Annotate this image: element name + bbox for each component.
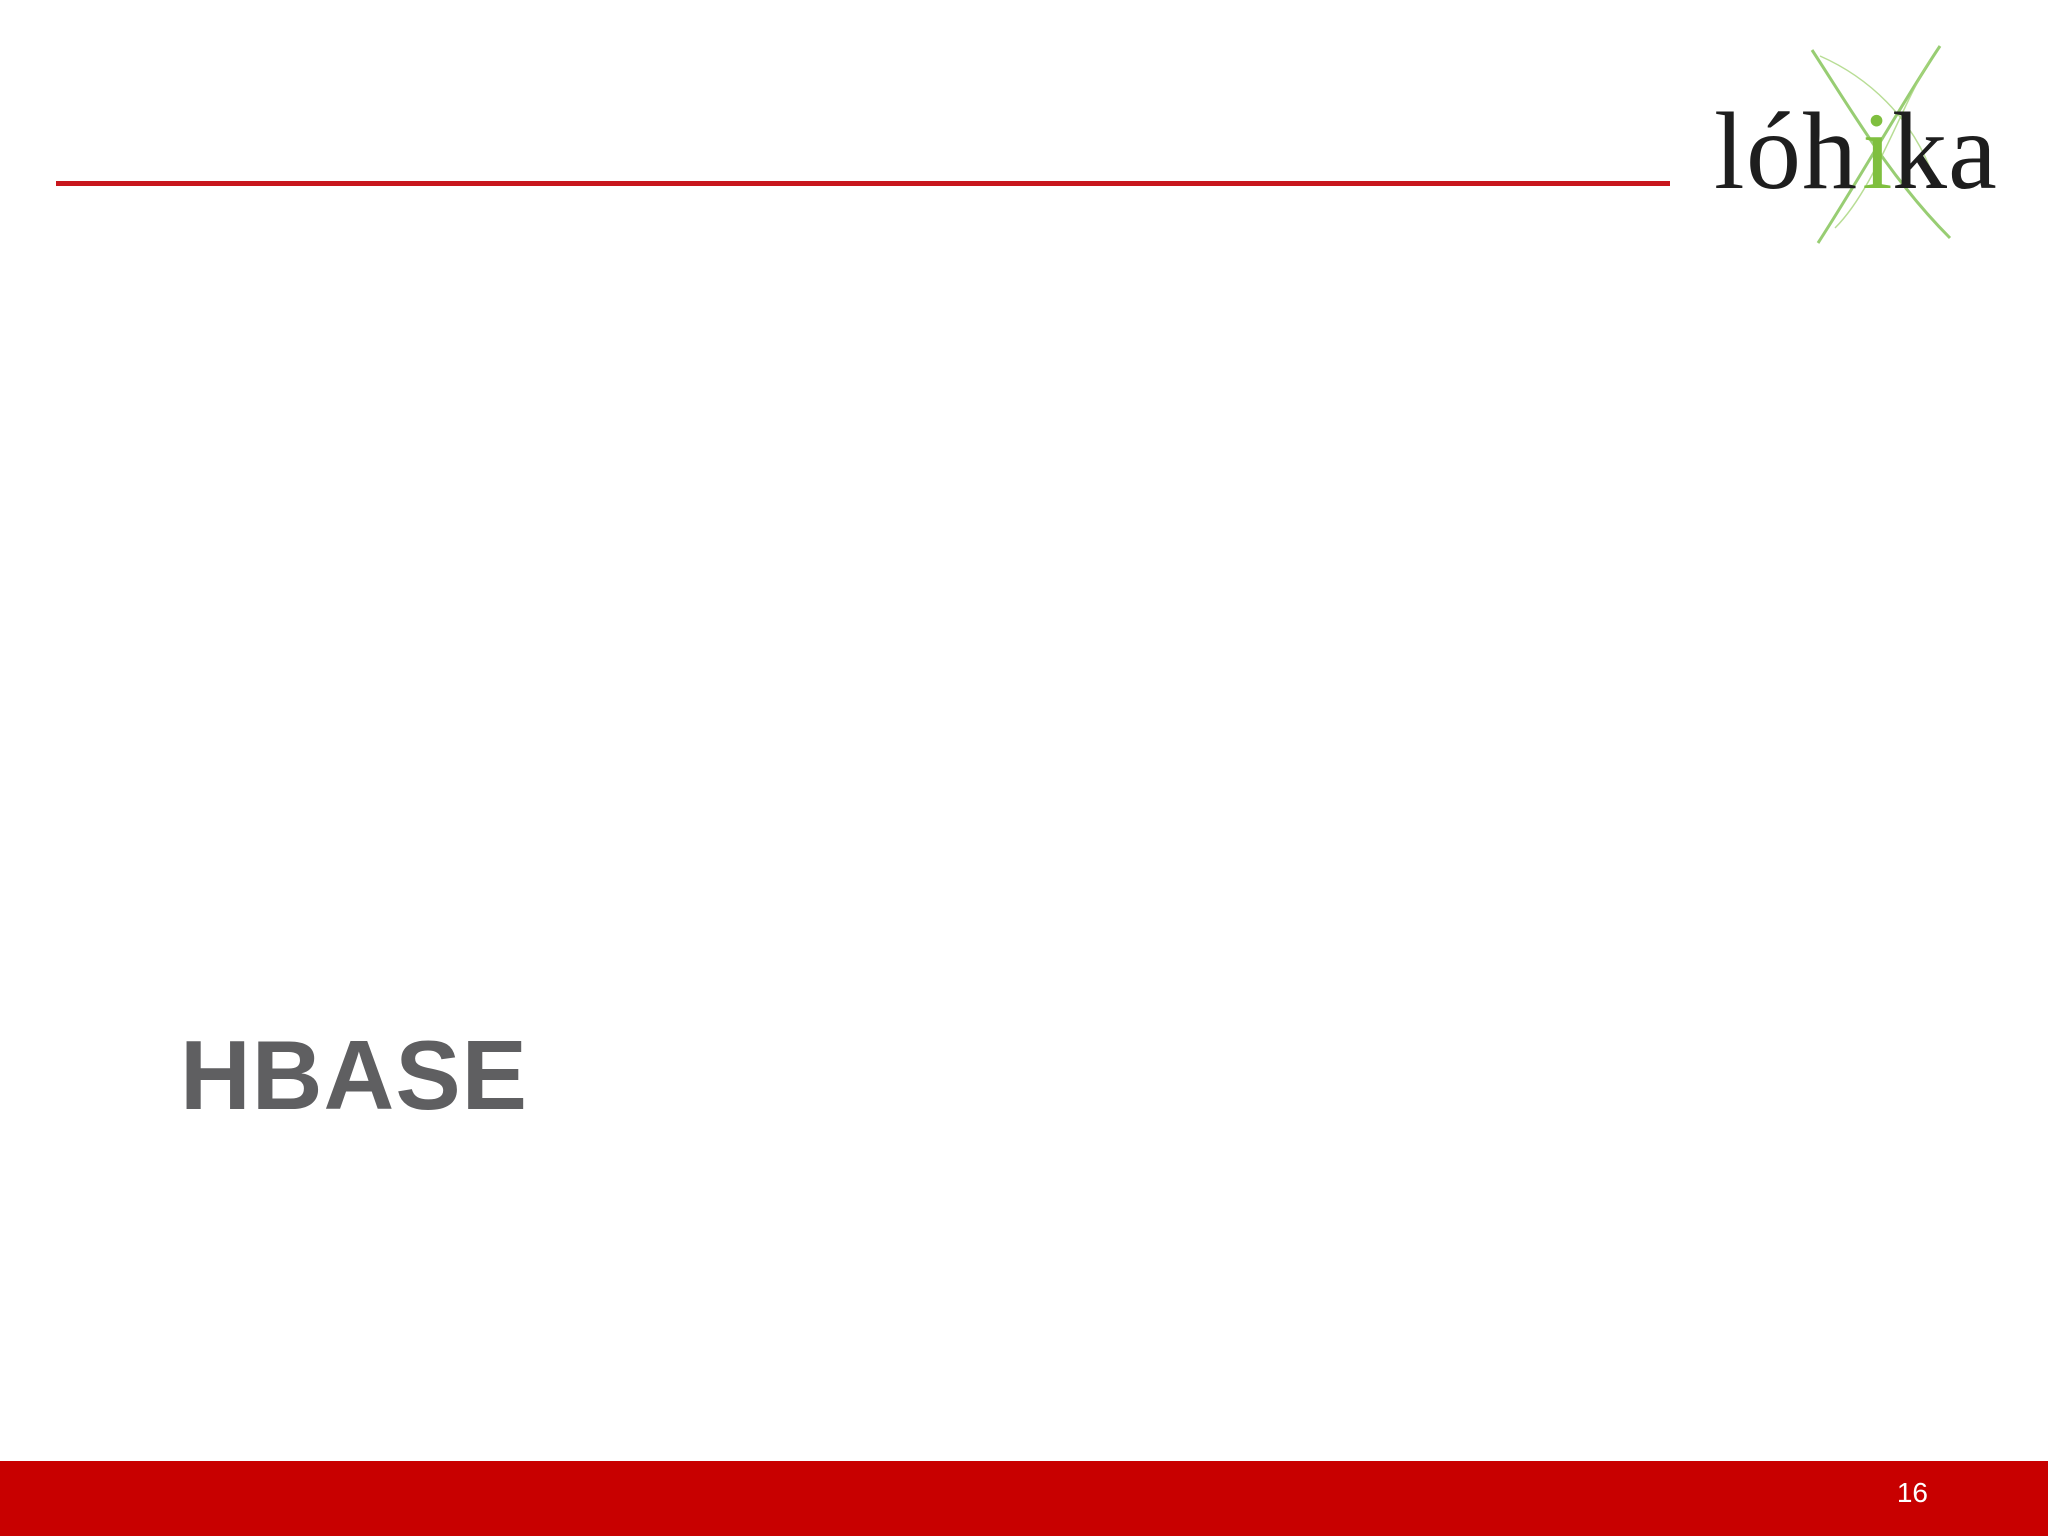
svg-text:i: i bbox=[1862, 90, 1893, 212]
svg-text:h: h bbox=[1802, 90, 1857, 212]
svg-text:l: l bbox=[1714, 90, 1745, 212]
svg-text:k: k bbox=[1892, 90, 1947, 212]
svg-text:a: a bbox=[1948, 90, 1997, 212]
footer-bar: 16 bbox=[0, 1461, 2048, 1536]
lohika-logo: l ó h i k a bbox=[1700, 38, 2020, 253]
page-number: 16 bbox=[1896, 1477, 1928, 1508]
svg-text:ó: ó bbox=[1746, 90, 1801, 212]
section-title: HBASE bbox=[180, 1020, 529, 1130]
header-divider bbox=[56, 181, 1670, 186]
